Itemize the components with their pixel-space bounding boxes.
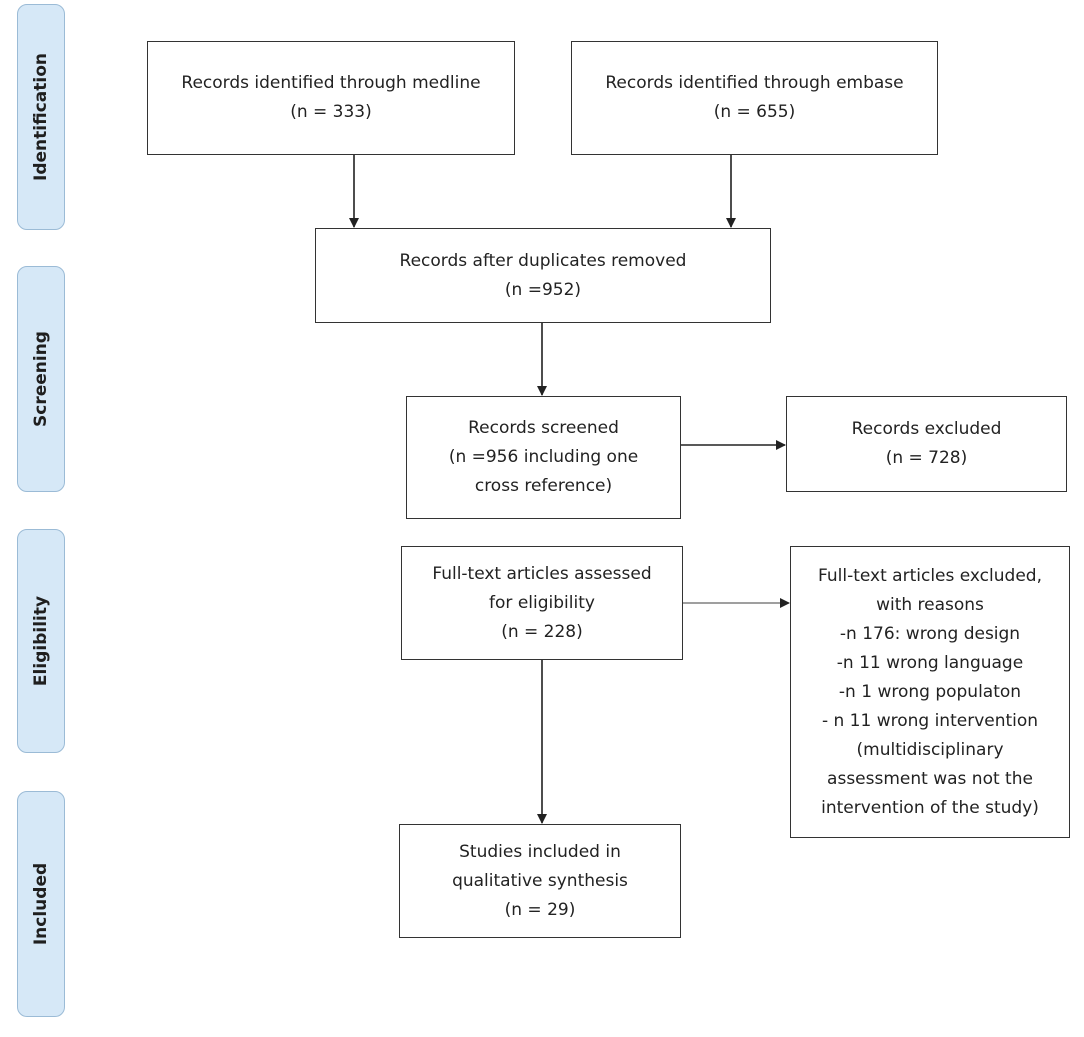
box-line: for eligibility — [489, 592, 595, 613]
box-line: assessment was not the — [827, 768, 1033, 789]
box-line: Records identified through medline — [181, 73, 481, 93]
box-line: Records screened — [468, 418, 619, 438]
box-line: with reasons — [876, 594, 984, 615]
stage-included-label: Included — [31, 862, 51, 946]
stage-identification-label: Identification — [31, 53, 51, 181]
box-line: (n = 728) — [885, 448, 968, 468]
box-fulltext-assessed: Full-text articles assessed for eligibil… — [401, 546, 683, 660]
box-line: (n = 29) — [504, 899, 576, 920]
box-line: Records identified through embase — [605, 73, 904, 93]
box-line: (n = 655) — [713, 102, 796, 122]
stage-eligibility: Eligibility — [17, 529, 65, 753]
box-records-screened: Records screened (n =956 including one c… — [406, 396, 681, 519]
box-studies-included: Studies included in qualitative synthesi… — [399, 824, 681, 938]
box-line: (multidisciplinary — [856, 739, 1004, 760]
box-records-excluded: Records excluded (n = 728) — [786, 396, 1067, 492]
box-line: -n 176: wrong design — [839, 623, 1021, 644]
stage-included: Included — [17, 791, 65, 1017]
box-line: (n = 228) — [501, 621, 583, 642]
box-line: Records excluded — [851, 419, 1002, 439]
box-line: - n 11 wrong intervention — [821, 710, 1039, 731]
box-line: Records after duplicates removed — [399, 250, 687, 271]
box-line: (n =956 including one — [448, 447, 639, 467]
box-line: -n 11 wrong language — [836, 652, 1024, 673]
box-line: Full-text articles assessed — [432, 563, 652, 584]
stage-identification: Identification — [17, 4, 65, 230]
box-line: intervention of the study) — [821, 797, 1039, 818]
box-line: cross reference) — [474, 476, 613, 496]
stage-eligibility-label: Eligibility — [31, 595, 51, 687]
stage-screening-label: Screening — [31, 331, 51, 427]
stage-screening: Screening — [17, 266, 65, 492]
box-embase-records: Records identified through embase (n = 6… — [571, 41, 938, 155]
box-line: qualitative synthesis — [452, 870, 628, 891]
box-line: (n =952) — [504, 279, 582, 300]
box-fulltext-excluded: Full-text articles excluded, with reason… — [790, 546, 1070, 838]
box-line: Full-text articles excluded, — [818, 565, 1042, 586]
box-medline-records: Records identified through medline (n = … — [147, 41, 515, 155]
box-line: (n = 333) — [290, 102, 372, 122]
box-duplicates-removed: Records after duplicates removed (n =952… — [315, 228, 771, 323]
box-line: -n 1 wrong populaton — [838, 681, 1022, 702]
box-line: Studies included in — [459, 841, 621, 862]
